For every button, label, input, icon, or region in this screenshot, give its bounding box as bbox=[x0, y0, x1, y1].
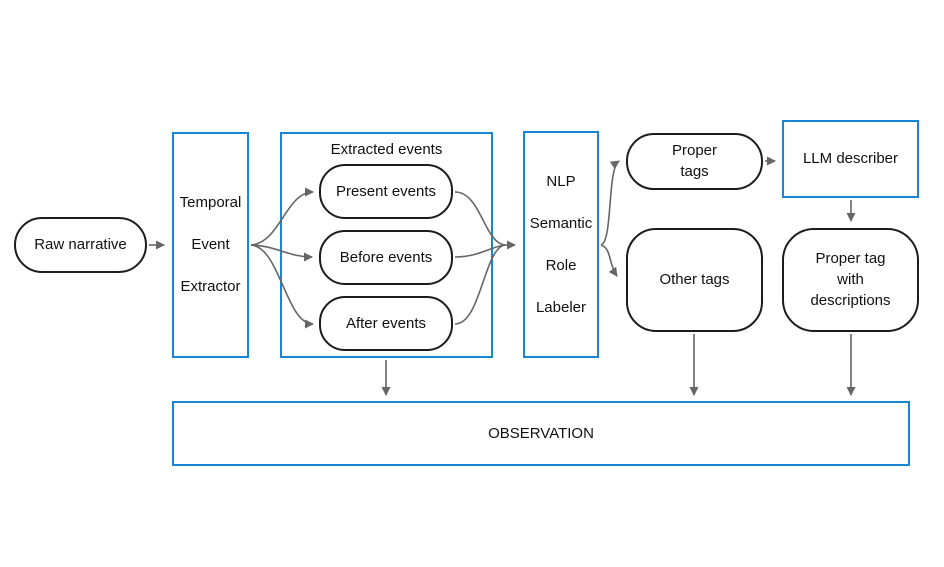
node-label-line: descriptions bbox=[810, 292, 891, 309]
node-temporal-event-extractor: Temporal Event Extractor bbox=[172, 132, 249, 358]
node-label-line: Proper tag bbox=[815, 250, 886, 267]
node-label-line: Temporal bbox=[179, 194, 242, 211]
node-before-events: Before events bbox=[319, 230, 453, 285]
node-llm-describer: LLM describer bbox=[782, 120, 919, 198]
node-label-line: NLP bbox=[546, 172, 576, 190]
node-label: LLM describer bbox=[802, 150, 899, 167]
node-label: OBSERVATION bbox=[488, 424, 594, 442]
node-label: After events bbox=[345, 314, 427, 332]
node-label: Other tags bbox=[659, 271, 730, 288]
node-raw-narrative: Raw narrative bbox=[14, 217, 147, 273]
node-label: Present events bbox=[335, 182, 437, 200]
node-nlp-semantic-role-labeler: NLP Semantic Role Labeler bbox=[523, 131, 599, 358]
node-label: Raw narrative bbox=[34, 236, 127, 253]
node-proper-tags: Proper tags bbox=[626, 133, 763, 190]
node-label: Before events bbox=[339, 248, 433, 266]
node-label-line: Proper bbox=[671, 142, 718, 159]
node-label-line: Event bbox=[191, 236, 230, 253]
arrow-nlp-to-other-tags bbox=[600, 244, 618, 277]
node-label-line: Extractor bbox=[180, 278, 241, 295]
arrow-nlp-to-proper-tags bbox=[600, 160, 620, 246]
node-other-tags: Other tags bbox=[626, 228, 763, 332]
node-observation: OBSERVATION bbox=[172, 401, 910, 466]
node-label-line: Role bbox=[545, 256, 577, 274]
node-label-line: with bbox=[837, 271, 864, 288]
node-proper-tag-with-descriptions: Proper tag with descriptions bbox=[782, 228, 919, 332]
node-label-line: Labeler bbox=[535, 298, 587, 316]
node-after-events: After events bbox=[319, 296, 453, 351]
node-label-line: tags bbox=[680, 163, 709, 180]
group-extracted-events: Extracted events Present events Before e… bbox=[280, 132, 493, 358]
node-label-line: Semantic bbox=[529, 214, 593, 232]
group-extracted-events-title: Extracted events bbox=[330, 141, 443, 158]
node-present-events: Present events bbox=[319, 164, 453, 219]
